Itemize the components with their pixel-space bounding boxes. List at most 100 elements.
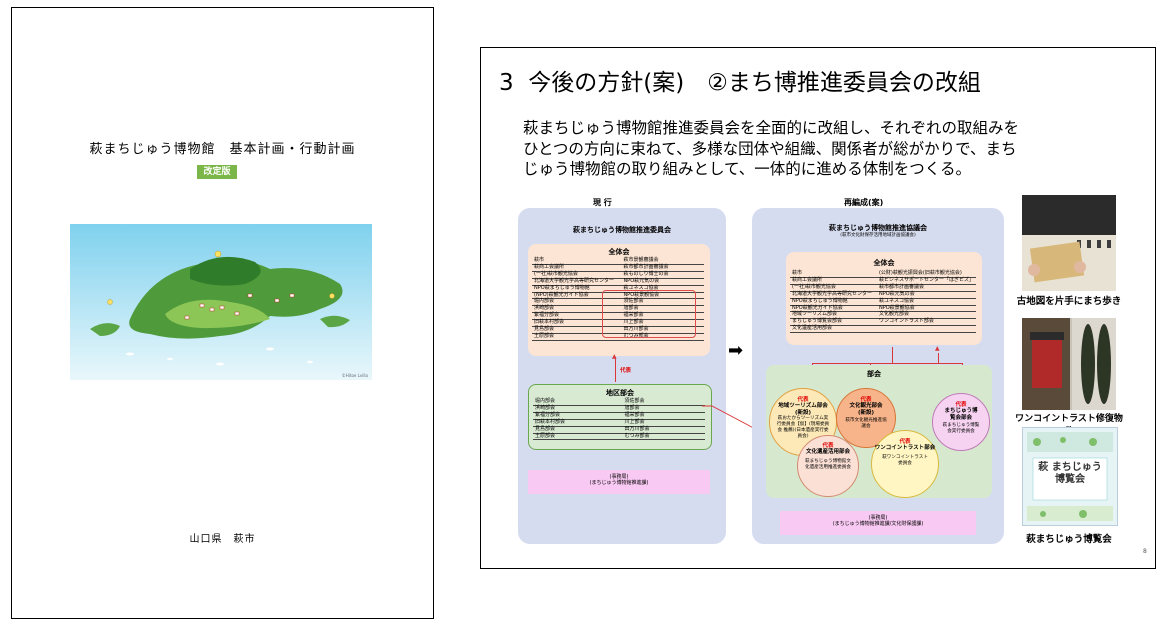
circle-tourism-sub: 萩おたからツーリズム実行委員会【仮】(現場委員会 推薦)(日本遺産実行委員会) — [776, 416, 830, 439]
circle-culture-tourism: 代表 文化観光部会 (新設) 萩市文化観光推進協議会 — [836, 388, 896, 448]
new-connector-up — [938, 353, 939, 363]
current-secretariat-sub: (まちじゅう博物館推進課) — [589, 479, 649, 486]
cover-title: 萩まちじゅう博物館 基本計画・行動計画 — [89, 142, 356, 157]
current-general-cell: 須佐部会 — [621, 299, 704, 307]
current-general-cell: 堀内部会 — [532, 299, 622, 307]
current-district-cell: 田万川部会 — [622, 426, 705, 434]
new-general-head: 全体会 — [873, 259, 895, 267]
current-structure-panel: 萩まちじゅう博物館推進委員会 全体会 萩市萩市景観審議会萩商工会議所萩市都市計画… — [518, 208, 726, 544]
new-general-cell: 萩市都市計画審議会 — [876, 284, 976, 292]
new-general-table: 萩市(公財)萩観光振興会(旧萩市観光協会)萩商工会議所萩ビジネスサポートセンター… — [790, 270, 976, 334]
current-district-row: 土原部会むつみ部会 — [533, 433, 705, 441]
current-general-cell: 田万川部会 — [621, 326, 704, 334]
current-general-cell: (一社)萩市観光協会 — [532, 271, 622, 279]
current-district-cell: 土原部会 — [533, 433, 623, 441]
new-general-cell: 文化遺産活用部会 — [790, 325, 877, 334]
new-label: 再編成(案) — [844, 198, 884, 207]
current-general-cell: NPO萩景観協会 — [621, 292, 704, 300]
organization-name: 山口県 萩市 — [189, 534, 256, 545]
current-general-head: 全体会 — [608, 248, 630, 256]
current-general-row: 見島部会田万川部会 — [532, 326, 704, 334]
transition-arrow: ➡ — [728, 340, 744, 361]
circle-onecoin-title: ワンコイントラスト部会 — [874, 445, 936, 451]
current-secretariat-label: (事務局) — [609, 474, 629, 480]
current-general-row: 紫福分部会福栄部会 — [532, 312, 704, 321]
current-district-head: 地区部会 — [606, 389, 634, 397]
circle-onecoin-sub: 萩ワンコイントラスト委員会 — [882, 454, 928, 466]
circle-expo-title: まちじゅう博覧会部会 — [944, 408, 978, 421]
new-general-cell: ワンコイントラスト部会 — [876, 318, 976, 327]
photo-old-map-walk-caption: 古地図を片手にまち歩き — [1016, 296, 1122, 307]
cover-page: 萩まちじゅう博物館 基本計画・行動計画 改定版 — [11, 7, 434, 619]
new-general-cell: NPO萩まちじゅう博物館 — [790, 298, 877, 306]
current-district-cell: 旧萩本村部会 — [533, 419, 623, 427]
photo-expo-poster-image — [1027, 432, 1113, 521]
current-secretariat: (事務局) (まちじゅう博物館推進課) — [528, 470, 710, 494]
current-general-cell: NPO萩元気の会 — [621, 278, 704, 286]
new-general-row: 地域ツーリズム部会文化観光部会 — [790, 312, 976, 320]
current-committee-name: 萩まちじゅう博物館推進委員会 — [573, 226, 671, 234]
current-general-cell: 萩市都市計画審議会 — [621, 264, 704, 272]
current-label: 現 行 — [593, 198, 612, 207]
circle-expo: 代表 まちじゅう博覧会部会 萩まちじゅう博覧会実行委員会 — [932, 393, 990, 451]
current-general-cell: 福栄部会 — [621, 312, 704, 321]
circle-heritage-title: 文化遺産活用部会 — [805, 449, 850, 455]
current-general-row: (一社)萩市観光協会萩ものしり博士の会 — [532, 271, 704, 279]
current-general-row: 萩市萩市景観審議会 — [532, 257, 704, 265]
photo-onecoin-restoration-image — [1022, 318, 1116, 410]
new-general-cell: 萩商工会議所 — [790, 277, 877, 285]
new-general-row: 萩商工会議所萩ビジネスサポートセンター「はぎビズ」 — [790, 276, 976, 285]
current-district-cell: 浜崎部会 — [533, 405, 623, 413]
current-general-cell: 見島部会 — [532, 326, 622, 334]
illustration-credit: ©Hitoe Lvilla — [341, 373, 368, 378]
new-council-name: 萩まちじゅう博物館推進協議会 — [829, 224, 927, 232]
current-general-cell: 旭部会 — [621, 305, 704, 314]
new-general-cell: 北海道大学観光学高等研究センター — [790, 291, 877, 299]
current-district-cell: 紫福分部会 — [533, 412, 623, 420]
circle-expo-sub: 萩まちじゅう博覧会実行委員会 — [942, 423, 980, 434]
new-connector-main — [892, 347, 893, 363]
new-general-cell: まちじゅう博覧会部会 — [790, 318, 877, 327]
new-arrow-head: ▲ — [935, 345, 940, 352]
expo-poster-text: 萩 まちじゅう 博覧会 — [1038, 462, 1102, 485]
new-general-cell: 萩ビジネスサポートセンター「はぎビズ」 — [876, 276, 976, 285]
current-general-cell: 北海道大学観光学高等研究センター — [532, 278, 622, 286]
photo-onecoin-restoration — [1022, 318, 1116, 410]
new-general-cell — [876, 325, 976, 334]
circle-culture-daihyo: 代表 — [860, 397, 872, 403]
island-illustration-image — [70, 224, 372, 380]
circle-culture-title: 文化観光部会 — [849, 403, 883, 409]
current-general-meeting: 全体会 萩市萩市景観審議会萩商工会議所萩市都市計画審議会(一社)萩市観光協会萩も… — [528, 244, 710, 356]
new-general-cell: 萩市 — [790, 270, 877, 278]
island-illustration: ©Hitoe Lvilla — [70, 224, 372, 380]
new-secretariat-label: (事務局) — [868, 515, 888, 521]
circle-culture-note: (新設) — [857, 409, 875, 416]
current-general-cell: 萩市 — [532, 257, 622, 265]
current-district-cell: 見島部会 — [533, 426, 623, 434]
current-general-row: NPO萩まちじゅう博物館萩ユネスコ協会 — [532, 285, 704, 293]
current-general-cell: 萩ユネスコ協会 — [621, 285, 704, 293]
current-district-table: 堀内部会須佐部会浜崎部会旭部会紫福分部会福栄部会旧萩本村部会川上部会見島部会田万… — [533, 398, 705, 441]
new-general-cell: (公財)萩観光振興会(旧萩市観光協会) — [876, 270, 976, 278]
circle-heritage-daihyo: 代表 — [822, 443, 834, 449]
new-general-cell: 地域ツーリズム部会 — [790, 312, 877, 320]
new-council-sub: (萩市文化財保存活用地域計画協議会) — [840, 233, 916, 238]
current-arrow-line — [615, 358, 616, 382]
bukai-head: 部会 — [867, 370, 881, 378]
current-general-cell: 川上部会 — [621, 319, 704, 328]
current-general-cell: 浜崎部会 — [532, 305, 622, 314]
slide-description: 萩まちじゅう博物館推進委員会を全面的に改組し、それぞれの取組みをひとつの方向に束… — [523, 119, 1020, 178]
circle-tourism-note: (新設) — [794, 409, 812, 416]
current-general-cell: (NPO)萩観光ガイド協会 — [532, 292, 622, 300]
new-general-meeting: 全体会 萩市(公財)萩観光振興会(旧萩市観光協会)萩商工会議所萩ビジネスサポート… — [786, 252, 982, 345]
slide-page: 3 今後の方針(案) ②まち博推進委員会の改組 萩まちじゅう博物館推進委員会を全… — [480, 47, 1156, 569]
district-highlight-box — [602, 290, 696, 338]
new-general-cell: NPO萩景観協会 — [876, 305, 976, 313]
current-district-cell: 堀内部会 — [533, 398, 623, 406]
current-district-row: 紫福分部会福栄部会 — [533, 412, 705, 420]
current-general-row: 旧萩本村部会川上部会 — [532, 319, 704, 328]
current-general-cell: 萩ものしり博士の会 — [621, 271, 704, 279]
